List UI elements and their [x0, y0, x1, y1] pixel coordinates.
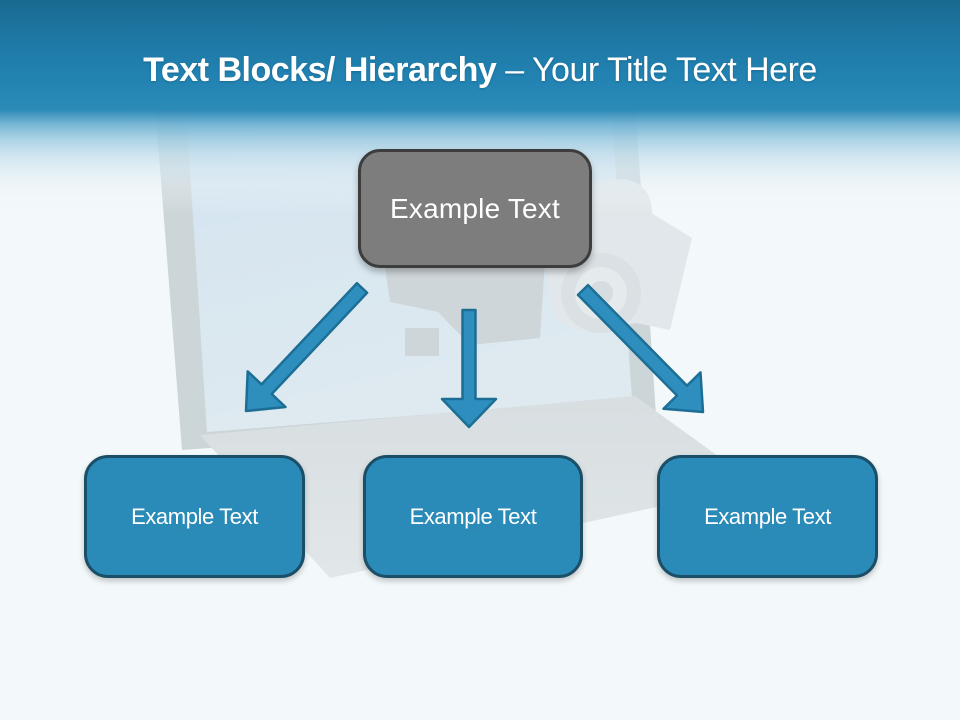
child-text-block-3-label: Example Text — [704, 503, 831, 529]
down-left-arrow-icon — [244, 281, 369, 413]
slide-title: Text Blocks/ Hierarchy– Your Title Text … — [0, 51, 960, 89]
child-text-block-3[interactable]: Example Text — [657, 455, 878, 578]
slide-title-bold: Text Blocks/ Hierarchy — [143, 51, 497, 89]
child-text-block-1-label: Example Text — [131, 503, 258, 529]
child-text-block-2-label: Example Text — [409, 503, 537, 529]
root-text-block-label: Example Text — [390, 192, 560, 224]
down-right-arrow-icon — [576, 283, 705, 414]
down-arrow-icon — [440, 308, 498, 429]
root-text-block[interactable]: Example Text — [358, 149, 592, 268]
child-text-block-2[interactable]: Example Text — [363, 455, 583, 578]
slide-title-regular: – Your Title Text Here — [505, 51, 817, 89]
child-text-block-1[interactable]: Example Text — [84, 455, 305, 578]
